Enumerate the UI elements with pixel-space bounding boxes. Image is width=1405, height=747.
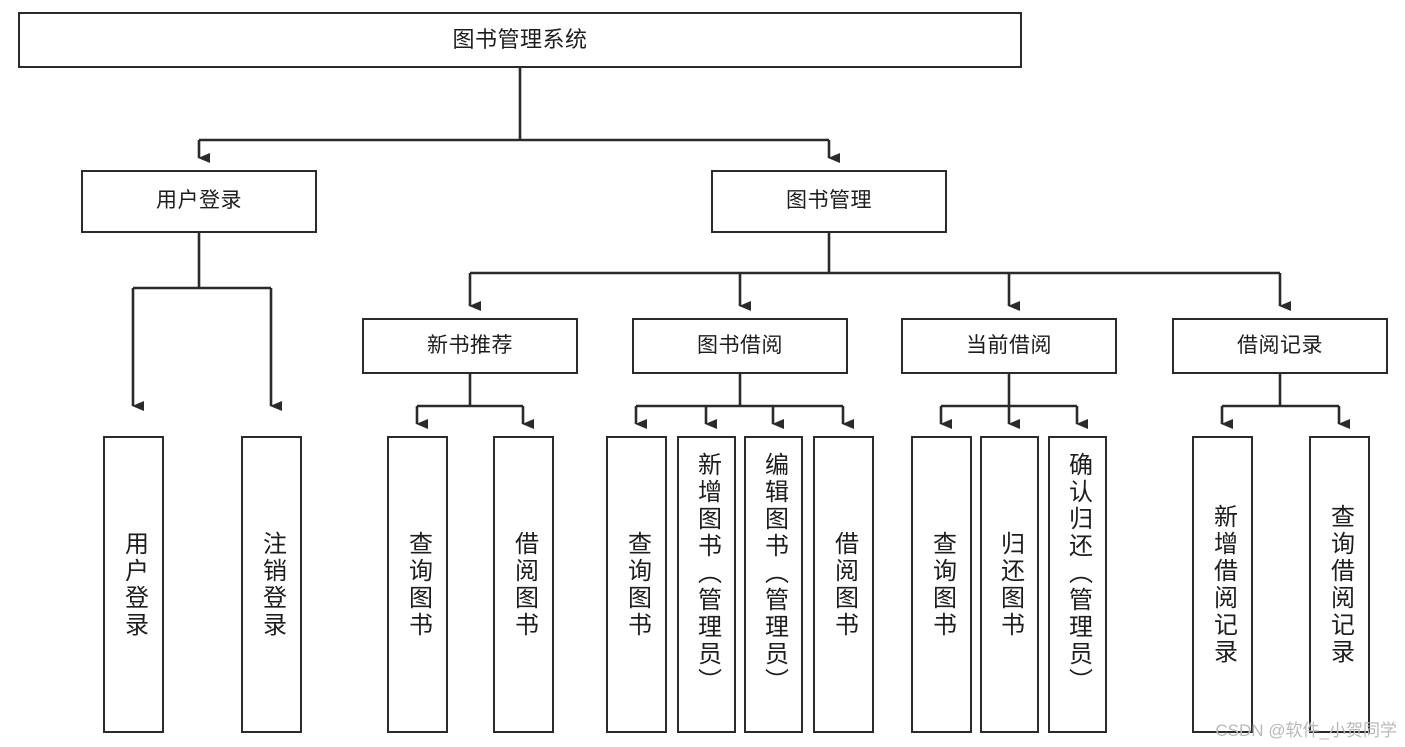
leaf-confirm-return-label: 确认归还（管理员） [1064,452,1092,695]
leaf-query-book-3[interactable]: 查询图书 [911,436,972,733]
node-root-label: 图书管理系统 [452,27,588,53]
leaf-user-login-label: 用户登录 [120,530,148,639]
node-user-login[interactable]: 用户登录 [81,170,317,233]
leaf-query-book-1-label: 查询图书 [404,530,432,639]
node-current-borrow[interactable]: 当前借阅 [901,318,1117,374]
leaf-logout-login[interactable]: 注销登录 [241,436,302,733]
node-book-manage[interactable]: 图书管理 [711,170,947,233]
leaf-borrow-book-2[interactable]: 借阅图书 [813,436,874,733]
leaf-query-book-1[interactable]: 查询图书 [387,436,448,733]
leaf-borrow-book-2-label: 借阅图书 [830,530,858,639]
leaf-return-book-label: 归还图书 [996,530,1024,639]
leaf-borrow-book-1[interactable]: 借阅图书 [493,436,554,733]
leaf-query-book-2-label: 查询图书 [623,530,651,639]
leaf-query-book-3-label: 查询图书 [928,530,956,639]
node-borrow-record-label: 借阅记录 [1237,333,1323,357]
node-book-manage-label: 图书管理 [786,189,872,213]
node-book-borrow-label: 图书借阅 [697,333,783,357]
leaf-edit-book-label: 编辑图书（管理员） [760,452,788,695]
leaf-edit-book[interactable]: 编辑图书（管理员） [744,436,803,733]
leaf-logout-login-label: 注销登录 [258,530,286,639]
leaf-add-record-label: 新增借阅记录 [1209,503,1237,666]
leaf-add-book[interactable]: 新增图书（管理员） [677,436,736,733]
node-new-book-recommend[interactable]: 新书推荐 [362,318,578,374]
node-borrow-record[interactable]: 借阅记录 [1172,318,1388,374]
leaf-query-record-label: 查询借阅记录 [1326,503,1354,666]
leaf-add-book-label: 新增图书（管理员） [693,452,721,695]
leaf-query-book-2[interactable]: 查询图书 [606,436,667,733]
node-root[interactable]: 图书管理系统 [18,12,1022,68]
leaf-borrow-book-1-label: 借阅图书 [510,530,538,639]
leaf-user-login[interactable]: 用户登录 [103,436,164,733]
csdn-watermark: CSDN @软件_小贺同学 [1215,721,1397,740]
node-current-borrow-label: 当前借阅 [966,333,1052,357]
leaf-return-book[interactable]: 归还图书 [980,436,1039,733]
node-user-login-label: 用户登录 [156,189,242,213]
leaf-confirm-return[interactable]: 确认归还（管理员） [1048,436,1107,733]
leaf-add-record[interactable]: 新增借阅记录 [1192,436,1253,733]
node-book-borrow[interactable]: 图书借阅 [632,318,848,374]
node-new-book-recommend-label: 新书推荐 [427,333,513,357]
leaf-query-record[interactable]: 查询借阅记录 [1309,436,1370,733]
